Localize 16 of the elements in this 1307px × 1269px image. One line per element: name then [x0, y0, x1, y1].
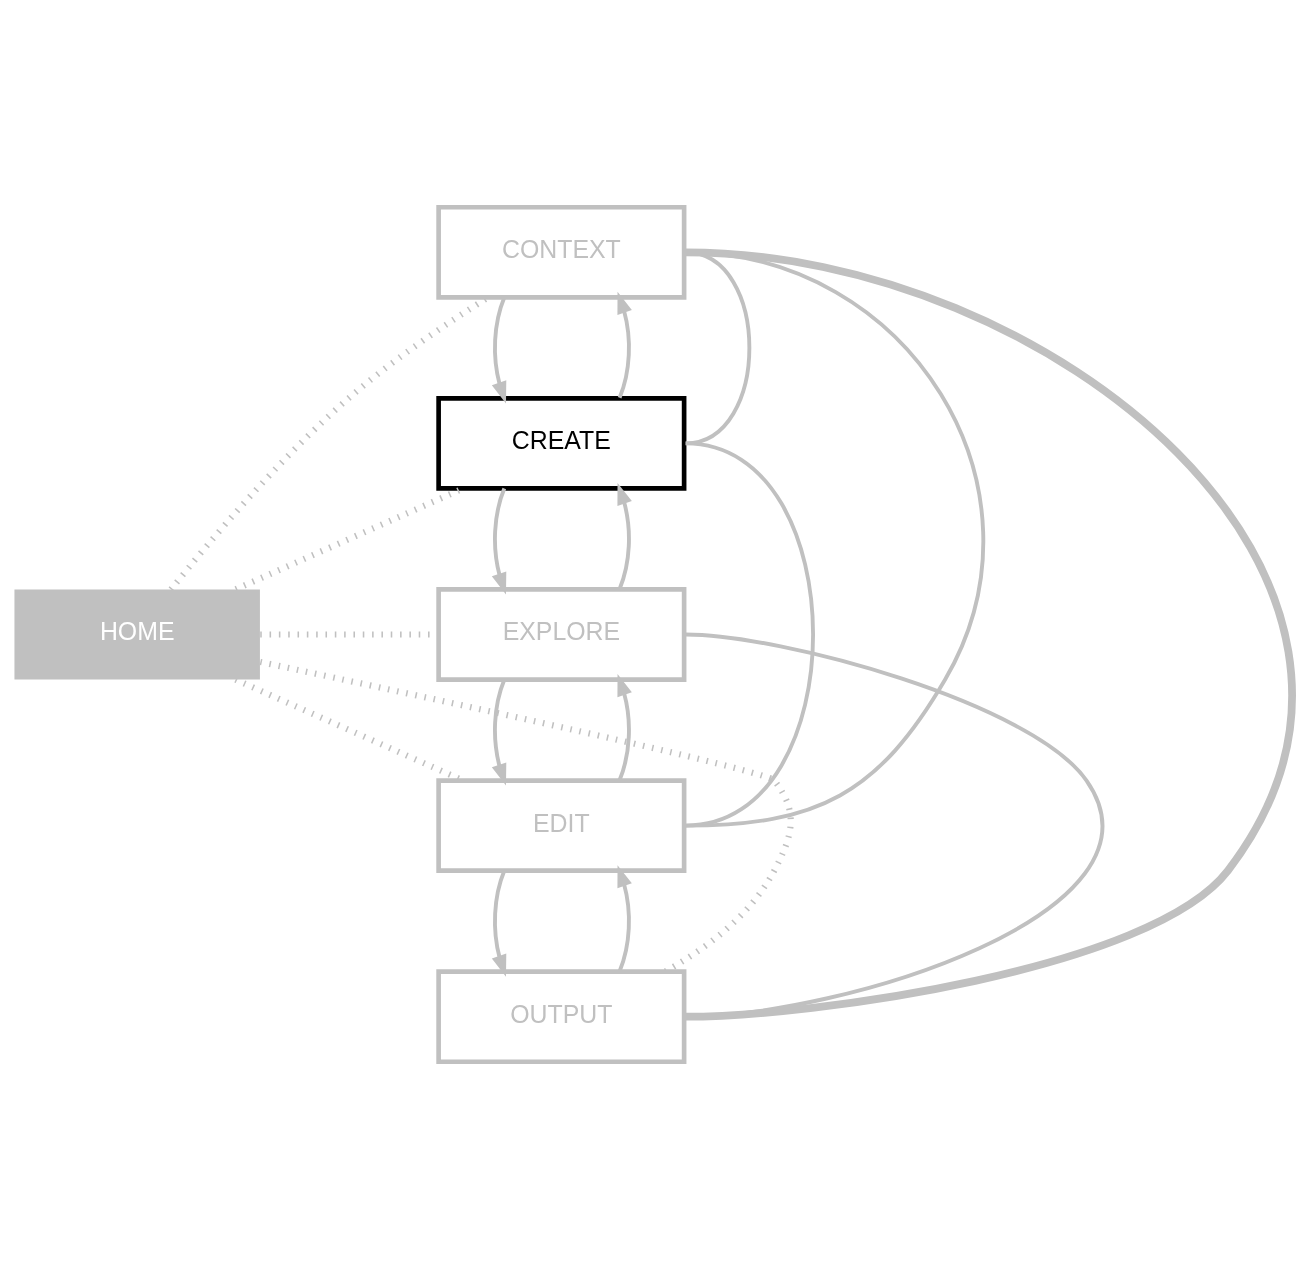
- node-box: CONTEXT: [436, 204, 687, 300]
- arrow: [491, 487, 507, 595]
- arrow: [617, 865, 632, 972]
- node-box: EDIT: [436, 778, 687, 873]
- node-box: CREATE: [436, 396, 687, 491]
- node-box: HOME: [14, 589, 260, 680]
- arrow: [491, 870, 507, 977]
- node-box: OUTPUT: [436, 969, 687, 1065]
- connector: [685, 248, 1294, 1021]
- node-box: EXPLORE: [436, 587, 687, 682]
- arrow: [491, 296, 507, 404]
- connector: [685, 441, 815, 828]
- arrow: [617, 674, 632, 781]
- arrow: [617, 483, 632, 590]
- connector: [259, 658, 794, 975]
- arrow: [617, 291, 632, 399]
